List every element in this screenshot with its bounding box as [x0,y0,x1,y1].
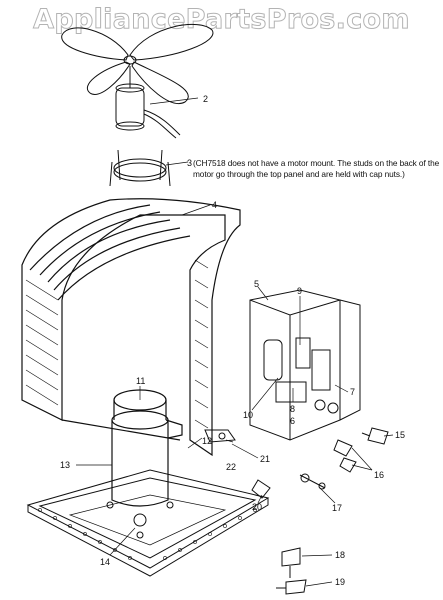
callout-21: 21 [260,454,270,464]
callout-8: 8 [290,404,295,414]
callout-5: 5 [254,279,259,289]
callout-7: 7 [350,387,355,397]
motor-mount-note: (CH7518 does not have a motor mount. The… [193,158,440,179]
control-box [249,289,361,441]
fan-blade [61,24,214,104]
base-pan [26,469,270,577]
callout-3: 3 [187,158,192,168]
callout-19: 19 [335,577,345,587]
callout-9: 9 [297,286,302,296]
callout-numbers: 2 3 4 5 6 7 8 9 10 11 12 13 14 15 16 17 … [60,94,405,587]
callout-4: 4 [212,200,217,210]
callout-20: 20 [252,502,262,512]
compressor [111,389,183,507]
callout-12: 12 [202,436,212,446]
motor-mount [109,149,171,187]
callout-16: 16 [374,470,384,480]
watermark: AppliancePartsPros.com [33,4,410,36]
callout-15: 15 [395,430,405,440]
callout-2: 2 [203,94,208,104]
callout-22: 22 [226,462,236,472]
coil-fins [25,259,209,429]
callout-13: 13 [60,460,70,470]
callout-14: 14 [100,557,110,567]
callout-6: 6 [290,416,295,426]
leader-lines [76,97,394,587]
callout-10: 10 [243,410,253,420]
callout-18: 18 [335,550,345,560]
fan-motor [115,66,181,139]
base-pan-holes [38,508,257,560]
small-parts [204,427,389,595]
callout-17: 17 [332,503,342,513]
condenser-coil [21,198,241,457]
callout-11: 11 [136,376,145,386]
